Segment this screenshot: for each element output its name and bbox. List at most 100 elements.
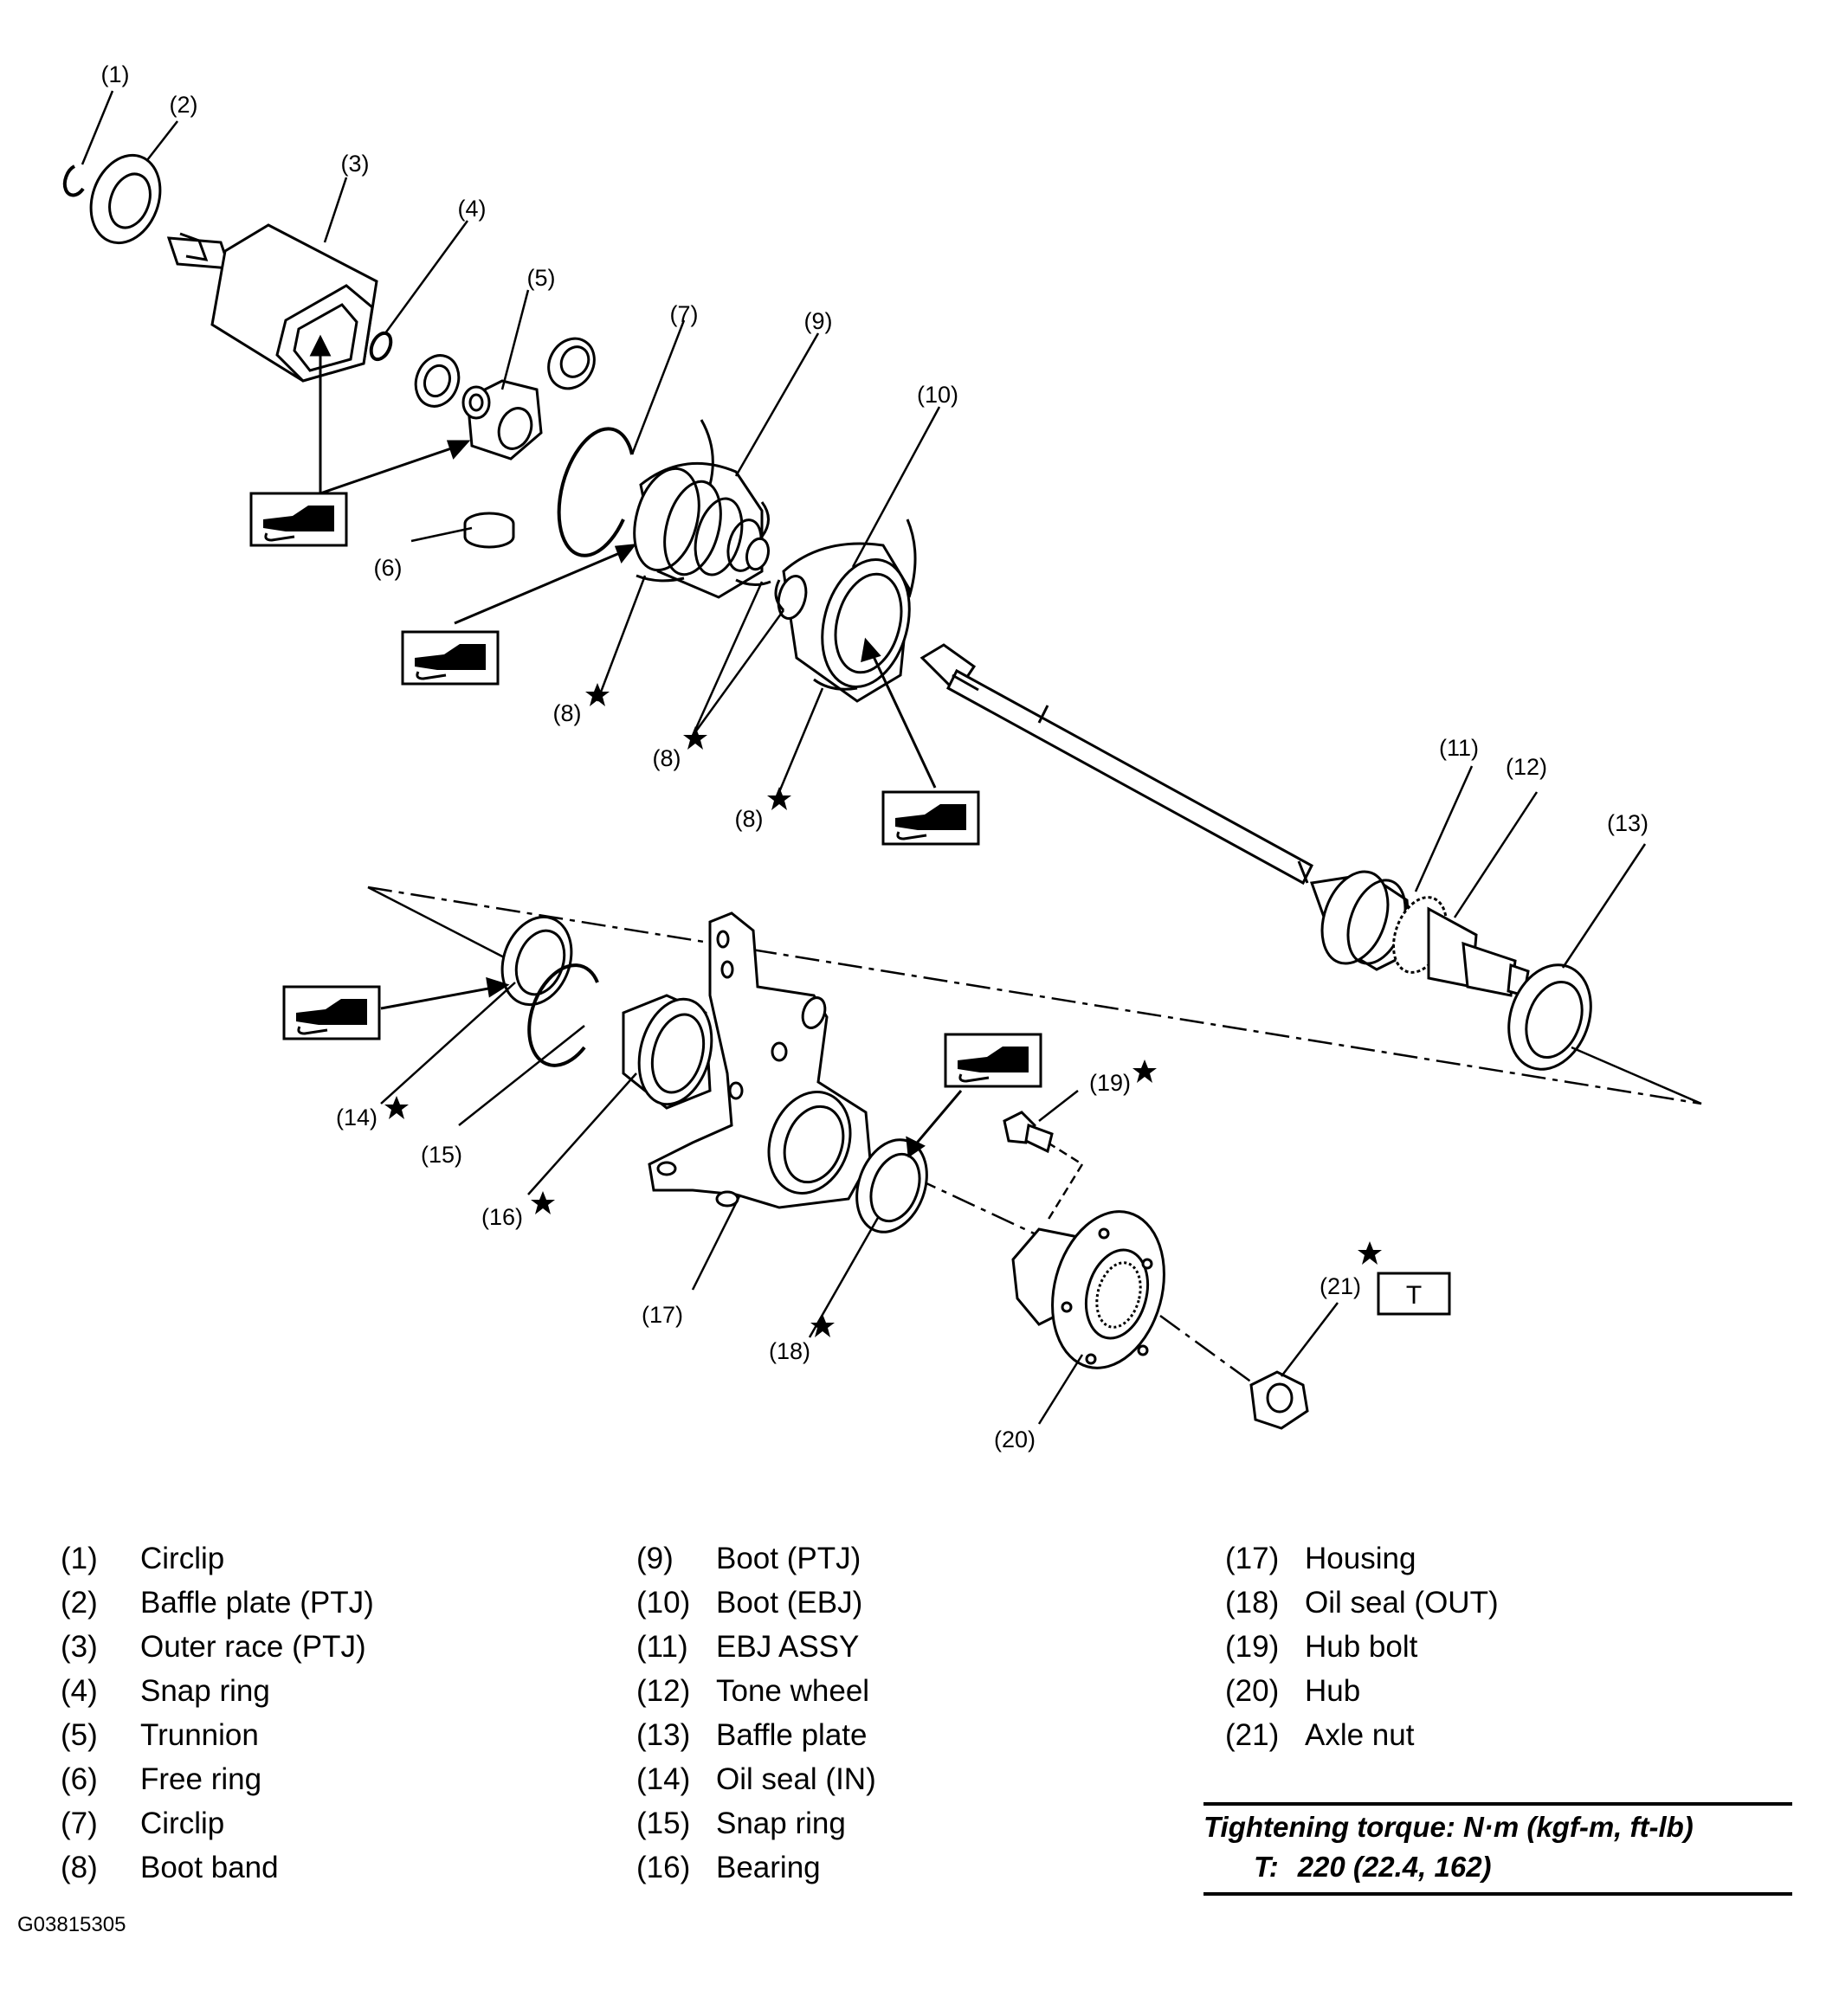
legend-column-3: (17)Housing (18)Oil seal (OUT) (19)Hub b… (1225, 1536, 1499, 1757)
torque-box (1377, 1272, 1451, 1316)
legend-row: (4)Snap ring (61, 1669, 374, 1713)
baffle-plate-part-13 (1507, 963, 1592, 1071)
legend-row: (6)Free ring (61, 1757, 374, 1801)
star-icon (1358, 1241, 1382, 1265)
callout-4: (4) (458, 196, 487, 222)
legend-num: (9) (636, 1542, 674, 1575)
boot-bands-part-8 (636, 574, 858, 691)
legend-label: Boot band (140, 1851, 279, 1884)
torque-title: Tightening torque: N·m (kgf-m, ft-lb) (1203, 1811, 1694, 1843)
callout-7: (7) (670, 301, 699, 327)
oil-seal-out-part-18 (855, 1138, 928, 1233)
star-icon (1132, 1060, 1157, 1083)
legend-label: Snap ring (716, 1807, 846, 1840)
legend-num: (18) (1225, 1586, 1280, 1620)
legend-row: (12)Tone wheel (636, 1669, 876, 1713)
legend-num: (5) (61, 1718, 98, 1752)
callout-1: (1) (101, 61, 130, 87)
callout-8a: (8) (553, 700, 582, 726)
legend-num: (20) (1225, 1674, 1280, 1708)
circlip-part-1 (62, 164, 85, 197)
callout-9: (9) (804, 308, 833, 334)
legend-label: Housing (1305, 1542, 1416, 1575)
legend-row: (11)EBJ ASSY (636, 1625, 876, 1669)
circlip-part-7 (557, 427, 634, 557)
legend-num: (8) (61, 1851, 98, 1884)
grease-icon (249, 492, 348, 547)
trunnion-part-5 (414, 337, 596, 461)
legend-row: (1)Circlip (61, 1536, 374, 1581)
callout-19: (19) (1089, 1070, 1131, 1096)
snap-ring-part-15 (527, 963, 599, 1067)
callout-5: (5) (527, 265, 556, 291)
legend-num: (13) (636, 1718, 691, 1752)
callout-10: (10) (917, 382, 958, 408)
free-ring-part-6 (463, 512, 515, 549)
center-lines (367, 886, 1702, 1387)
leader-lines (81, 90, 1647, 1425)
legend-row: (3) Outer race (PTJ) (61, 1625, 374, 1669)
star-icon (531, 1191, 555, 1214)
legend-label: Bearing (716, 1851, 821, 1884)
callout-2: (2) (170, 92, 198, 118)
legend-column-2: (9) Boot (PTJ) (10) Boot (EBJ) (11)EBJ ASS… (636, 1536, 876, 1890)
callout-12: (12) (1506, 754, 1547, 780)
torque-spec: Tightening torque: N·m (kgf-m, ft-lb) T:… (1203, 1802, 1792, 1896)
legend-row: (14)Oil seal (IN) (636, 1757, 876, 1801)
legend-row: (16)Bearing (636, 1845, 876, 1890)
legend-label: Trunnion (140, 1718, 259, 1752)
legend-label: Hub bolt (1305, 1630, 1418, 1664)
legend-row: (5) Trunnion (61, 1713, 374, 1757)
star-icon (810, 1314, 835, 1337)
legend-num: (15) (636, 1807, 691, 1840)
legend-label: Boot (PTJ) (716, 1542, 861, 1575)
snap-ring-part-4 (369, 331, 393, 362)
legend-label: Oil seal (OUT) (1305, 1586, 1499, 1620)
torque-key: T: (1254, 1851, 1279, 1883)
baffle-plate-part-2 (89, 153, 162, 245)
legend-row: (2) Baffle plate (PTJ) (61, 1581, 374, 1625)
bearing-part-16 (622, 994, 713, 1110)
legend-label: Baffle plate (716, 1718, 868, 1752)
callout-16: (16) (481, 1204, 523, 1230)
star-icon (384, 1096, 409, 1119)
star-icon (683, 726, 707, 750)
legend-row: (21)Axle nut (1225, 1713, 1499, 1757)
housing-part-17 (648, 911, 872, 1209)
legend-label: Axle nut (1305, 1718, 1415, 1752)
legend-label: Hub (1305, 1674, 1361, 1708)
callout-20: (20) (994, 1427, 1036, 1452)
legend-label: Circlip (140, 1542, 225, 1575)
legend-num: (3) (61, 1630, 98, 1664)
axle-nut-part-21 (1249, 1370, 1309, 1430)
legend-row: (20) Hub (1225, 1669, 1499, 1713)
legend-label: Snap ring (140, 1674, 270, 1708)
legend-label: Baffle plate (PTJ) (140, 1586, 374, 1620)
hub-part-20 (1011, 1210, 1165, 1369)
callout-8b: (8) (653, 745, 681, 771)
grease-icon (282, 985, 381, 1040)
legend-num: (7) (61, 1807, 98, 1840)
grease-arrows (309, 334, 963, 1158)
figure-id: G03815305 (17, 1913, 126, 1936)
legend-num: (6) (61, 1762, 98, 1796)
legend-num: (17) (1225, 1542, 1280, 1575)
legend-row: (8) Boot band (61, 1845, 374, 1890)
legend-row: (10) Boot (EBJ) (636, 1581, 876, 1625)
callout-21: (21) (1320, 1273, 1361, 1299)
legend-num: (10) (636, 1586, 691, 1620)
boot-ebj-part-10 (777, 518, 917, 703)
legend-row: (17) Housing (1225, 1536, 1499, 1581)
legend-label: Boot (EBJ) (716, 1586, 863, 1620)
legend-row: (13) Baffle plate (636, 1713, 876, 1757)
callout-8c: (8) (735, 806, 764, 832)
callout-18: (18) (769, 1338, 810, 1364)
legend-label: Outer race (PTJ) (140, 1630, 366, 1664)
legend-column-1: (1)Circlip (2) Baffle plate (PTJ) (3) Oute… (61, 1536, 374, 1890)
grease-icon (401, 630, 500, 686)
callout-15: (15) (421, 1142, 462, 1168)
axle-shaft (920, 643, 1313, 886)
legend-num: (2) (61, 1586, 98, 1620)
star-icon (585, 683, 610, 706)
legend-label: Oil seal (IN) (716, 1762, 876, 1796)
